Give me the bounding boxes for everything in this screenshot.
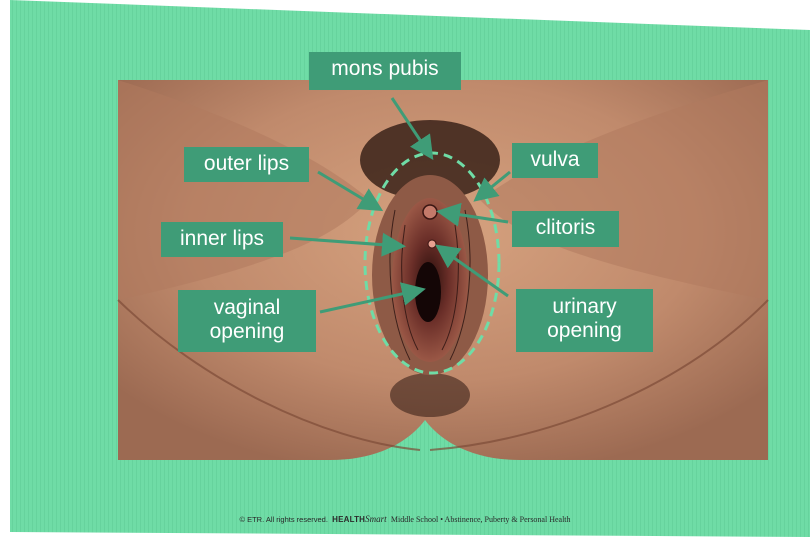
label-urinary-opening-line1: urinary: [526, 295, 643, 319]
label-clitoris: clitoris: [512, 211, 619, 247]
label-vaginal-opening-line1: vaginal: [188, 296, 306, 320]
label-outer-lips: outer lips: [184, 147, 309, 182]
label-mons-pubis: mons pubis: [309, 52, 461, 90]
footer-subtitle: Middle School • Abstinence, Puberty & Pe…: [391, 515, 571, 524]
pubic-hair-lower: [390, 373, 470, 417]
label-urinary-opening: urinary opening: [516, 289, 653, 352]
urinary-opening-shape: [428, 240, 436, 248]
label-inner-lips: inner lips: [161, 222, 283, 257]
label-vaginal-opening: vaginal opening: [178, 290, 316, 352]
label-vulva: vulva: [512, 143, 598, 178]
footer: © ETR. All rights reserved. HEALTHSmart …: [0, 514, 810, 524]
clitoris-shape: [423, 205, 437, 219]
vaginal-opening-shape: [415, 262, 441, 322]
footer-brand-script: Smart: [365, 514, 387, 524]
label-vaginal-opening-line2: opening: [188, 320, 306, 344]
footer-brand: HEALTH: [332, 515, 365, 524]
footer-copyright: © ETR. All rights reserved.: [239, 515, 327, 524]
label-urinary-opening-line2: opening: [526, 319, 643, 343]
